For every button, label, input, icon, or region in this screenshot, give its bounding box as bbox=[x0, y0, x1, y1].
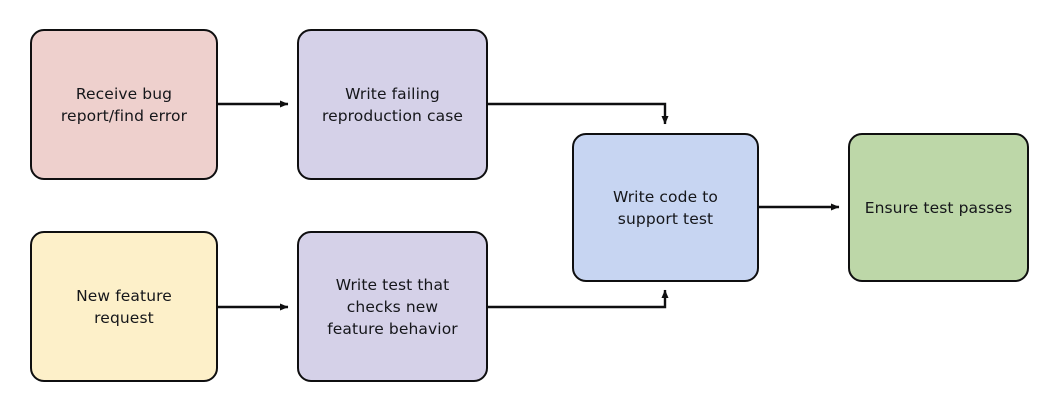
node-ensure-test-passes[interactable]: Ensure test passes bbox=[848, 133, 1029, 282]
node-label: Write failing reproduction case bbox=[321, 84, 464, 125]
node-label: Write test that checks new feature behav… bbox=[327, 275, 458, 338]
edge-failing-test-to-write-code bbox=[488, 102, 669, 125]
node-label: Write code to support test bbox=[612, 187, 719, 228]
node-new-feature-request[interactable]: New feature request bbox=[30, 231, 218, 382]
node-receive-bug-report[interactable]: Receive bug report/find error bbox=[30, 29, 218, 180]
node-label: New feature request bbox=[76, 286, 172, 327]
node-write-code-to-support-test[interactable]: Write code to support test bbox=[572, 133, 759, 282]
node-label: Receive bug report/find error bbox=[60, 84, 188, 125]
node-label: Ensure test passes bbox=[864, 198, 1013, 217]
node-write-failing-reproduction-case[interactable]: Write failing reproduction case bbox=[297, 29, 488, 180]
node-write-test-checks-new-feature-behavior[interactable]: Write test that checks new feature behav… bbox=[297, 231, 488, 382]
edge-feature-test-to-write-code bbox=[488, 289, 669, 309]
